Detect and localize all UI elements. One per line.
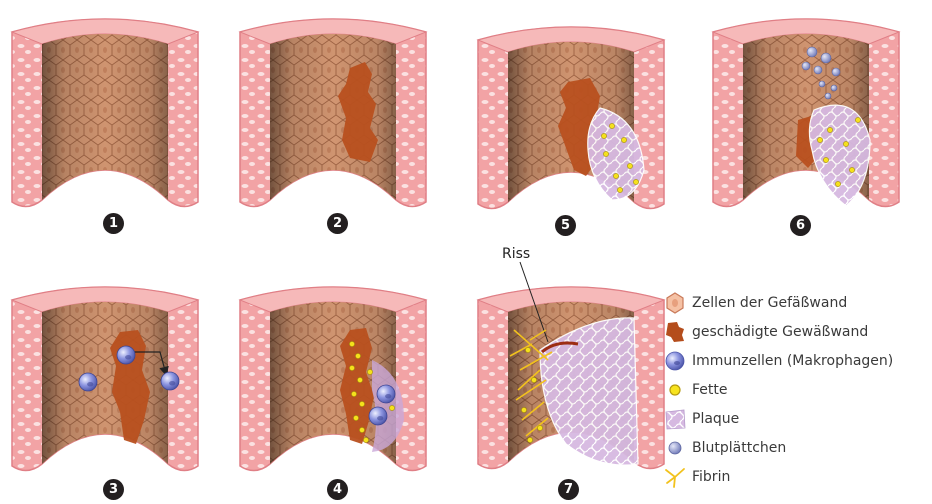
- fat-droplet: [357, 377, 362, 382]
- fat-droplet: [531, 377, 536, 382]
- rupture-callout-label: Riss: [502, 246, 530, 262]
- fat-droplet: [349, 341, 354, 346]
- legend-label: Fette: [692, 382, 728, 398]
- immune-cell-icon: [664, 350, 686, 372]
- vessel-immune-cells: [12, 287, 198, 471]
- panel-number-5: 5: [555, 215, 576, 236]
- fat-droplet: [843, 141, 848, 146]
- vessel-damaged: [240, 19, 426, 207]
- legend-item-plaque: Plaque: [664, 407, 739, 431]
- fat-droplet: [633, 179, 638, 184]
- fat-droplet: [849, 167, 854, 172]
- platelet: [832, 68, 840, 76]
- panel-number-1: 1: [103, 213, 124, 234]
- fat-droplet: [363, 437, 368, 442]
- fat-droplet: [603, 151, 608, 156]
- wall-cell-icon: [664, 292, 686, 314]
- platelet: [802, 62, 810, 70]
- platelet: [831, 85, 837, 91]
- fat-droplet: [827, 127, 832, 132]
- immune-cell: [161, 372, 179, 390]
- legend-label: Immunzellen (Makrophagen): [692, 353, 893, 369]
- platelet: [819, 81, 825, 87]
- legend-label: geschädigte Gewäßwand: [692, 324, 868, 340]
- immune-cell: [79, 373, 97, 391]
- fat-icon: [664, 379, 686, 401]
- legend-label: Plaque: [692, 411, 739, 427]
- legend-item-immune-cells: Immunzellen (Makrophagen): [664, 349, 893, 373]
- platelet: [807, 47, 817, 57]
- legend-item-wall-cells: Zellen der Gefäßwand: [664, 291, 847, 315]
- fat-droplet: [835, 181, 840, 186]
- fat-droplet: [359, 401, 364, 406]
- platelet: [821, 53, 831, 63]
- vessel-plaque: [478, 27, 664, 209]
- fat-droplet: [353, 415, 358, 420]
- vessel-platelets: [713, 19, 899, 207]
- panel-number-4: 4: [327, 479, 348, 500]
- fat-droplet: [349, 365, 354, 370]
- fat-droplet: [823, 157, 828, 162]
- platelet: [814, 66, 822, 74]
- vessel-healthy: [12, 19, 198, 207]
- platelet: [825, 93, 831, 99]
- fat-droplet: [855, 117, 860, 122]
- fat-droplet: [367, 369, 372, 374]
- fat-droplet: [527, 437, 532, 442]
- vessel-fat-deposit: [240, 287, 426, 471]
- legend-label: Zellen der Gefäßwand: [692, 295, 847, 311]
- legend-item-platelets: Blutplättchen: [664, 436, 786, 460]
- fat-droplet: [521, 407, 526, 412]
- fibrin-icon: [664, 466, 686, 488]
- fat-droplet: [601, 133, 606, 138]
- damaged-wall-icon: [664, 321, 686, 343]
- fat-droplet: [537, 425, 542, 430]
- immune-cell: [369, 407, 387, 425]
- fat-droplet: [627, 163, 632, 168]
- fat-droplet: [525, 347, 530, 352]
- fat-droplet: [613, 173, 618, 178]
- platelet-icon: [664, 437, 686, 459]
- fat-droplet: [389, 405, 394, 410]
- plaque-icon: [664, 408, 686, 430]
- immune-cell: [117, 346, 135, 364]
- legend-label: Fibrin: [692, 469, 730, 485]
- fat-droplet: [359, 427, 364, 432]
- legend-item-fibrin: Fibrin: [664, 465, 730, 489]
- panel-number-7: 7: [558, 479, 579, 500]
- legend-item-fats: Fette: [664, 378, 728, 402]
- fat-droplet: [355, 353, 360, 358]
- vessel-rupture: [478, 262, 664, 469]
- panel-number-2: 2: [327, 213, 348, 234]
- fat-droplet: [817, 137, 822, 142]
- fat-droplet: [351, 391, 356, 396]
- fat-droplet: [621, 137, 626, 142]
- immune-cell: [377, 385, 395, 403]
- panel-number-6: 6: [790, 215, 811, 236]
- panel-number-3: 3: [103, 479, 124, 500]
- legend-item-damaged-wall: geschädigte Gewäßwand: [664, 320, 868, 344]
- fat-droplet: [617, 187, 622, 192]
- legend-label: Blutplättchen: [692, 440, 786, 456]
- fat-droplet: [609, 123, 614, 128]
